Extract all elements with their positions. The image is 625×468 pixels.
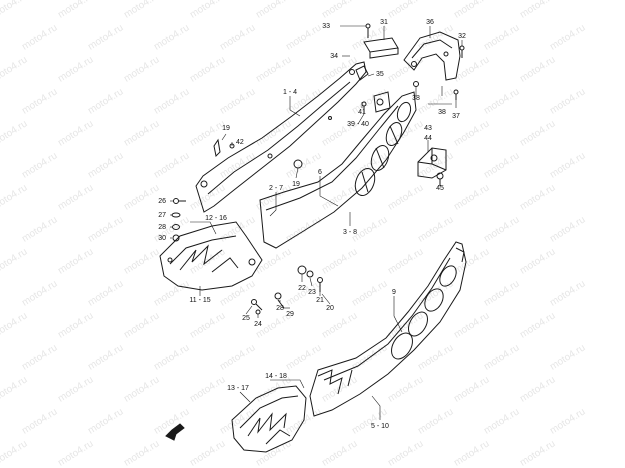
part-label-9: 9 (392, 289, 396, 296)
part-label-27: 27 (158, 212, 166, 219)
part-label-12-16: 12 - 16 (205, 215, 227, 222)
part-label-1-4: 1 - 4 (283, 89, 297, 96)
part-label-31: 31 (380, 19, 388, 26)
part-label-38b: 38 (438, 109, 446, 116)
lower-front-cover-shape (231, 385, 307, 453)
part-label-25: 25 (242, 315, 250, 322)
part-labels: 33 31 36 32 34 35 38 38 37 41 39 - 40 1 … (158, 19, 466, 430)
part-label-41: 41 (358, 109, 366, 116)
part-label-28a: 28 (158, 224, 166, 231)
part-label-2-7: 2 - 7 (269, 185, 283, 192)
part-label-29: 29 (286, 311, 294, 318)
part-label-22: 22 (298, 285, 306, 292)
part-label-45: 45 (436, 185, 444, 192)
left-side-cover-shape (159, 221, 263, 291)
part-shapes (159, 23, 467, 453)
part-label-21: 21 (316, 297, 324, 304)
front-direction-arrow-icon (165, 423, 185, 441)
part-label-23: 23 (308, 289, 316, 296)
part-label-30: 30 (158, 235, 166, 242)
part-label-33: 33 (322, 23, 330, 30)
leader-lines (170, 25, 463, 420)
part-label-20: 20 (326, 305, 334, 312)
part-label-19a: 19 (222, 125, 230, 132)
rear-bracket-shape (403, 31, 461, 81)
part-label-42: 42 (236, 139, 244, 146)
part-label-6: 6 (318, 169, 322, 176)
part-label-5-10: 5 - 10 (371, 423, 389, 430)
part-label-24: 24 (254, 321, 262, 328)
part-label-13-17: 13 - 17 (227, 385, 249, 392)
part-label-35: 35 (376, 71, 384, 78)
part-label-28b: 28 (276, 305, 284, 312)
lower-side-cover-shape (309, 241, 467, 417)
part-label-26: 26 (158, 198, 166, 205)
part-label-19b: 19 (292, 181, 300, 188)
part-label-14-18: 14 - 18 (265, 373, 287, 380)
part-label-34: 34 (330, 53, 338, 60)
part-label-37: 37 (452, 113, 460, 120)
part-label-38a: 38 (412, 95, 420, 102)
part-label-39-40: 39 - 40 (347, 121, 369, 128)
part-label-36: 36 (426, 19, 434, 26)
small-plate-shape (363, 37, 399, 59)
frame-cover-vented-shape (259, 91, 417, 249)
part-label-43: 43 (424, 125, 432, 132)
part-label-3-8: 3 - 8 (343, 229, 357, 236)
rubber-damper-shape (417, 147, 447, 179)
part-label-44: 44 (424, 135, 432, 142)
part-label-11-15: 11 - 15 (189, 297, 210, 304)
frame-cover-shape (195, 61, 369, 213)
part-label-32: 32 (458, 33, 466, 40)
